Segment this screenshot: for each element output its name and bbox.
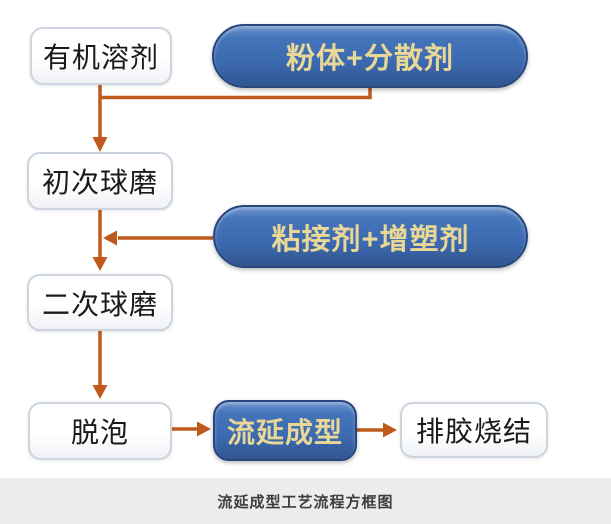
node-second-ball-milling-label: 二次球磨 [41,288,158,320]
diagram-caption: 流延成型工艺流程方框图 [217,493,394,511]
node-defoaming-label: 脱泡 [70,417,129,448]
edge-tape-casting-to-debinding [357,422,397,438]
connector-layer [92,85,397,438]
node-tape-casting: 流延成型 [213,400,357,461]
edge-organic-solvent-to-first-milling [92,85,108,152]
node-first-ball-milling: 初次球磨 [27,152,173,210]
node-powder-dispersant: 粉体+分散剂 [212,24,528,88]
node-debinding-sintering-label: 排胶烧结 [415,416,532,447]
edge-defoaming-to-tape-casting [172,421,211,437]
node-powder-dispersant-label: 粉体+分散剂 [286,43,454,75]
caption-bar: 流延成型工艺流程方框图 [0,478,611,524]
edge-second-milling-to-defoaming [92,331,108,399]
node-debinding-sintering: 排胶烧结 [400,402,548,458]
edge-binder-plasticizer-to-second-milling [103,230,213,246]
node-tape-casting-label: 流延成型 [226,416,343,448]
edge-powder-dispersant-to-first-milling [100,88,372,100]
node-organic-solvent: 有机溶剂 [30,27,172,85]
node-defoaming: 脱泡 [28,402,172,460]
node-binder-plasticizer: 粘接剂+增塑剂 [213,205,528,268]
node-first-ball-milling-label: 初次球磨 [41,167,158,198]
node-binder-plasticizer-label: 粘接剂+增塑剂 [271,223,470,256]
node-organic-solvent-label: 有机溶剂 [42,42,159,73]
edge-first-milling-to-second-milling [92,210,108,271]
node-second-ball-milling: 二次球磨 [27,274,173,331]
